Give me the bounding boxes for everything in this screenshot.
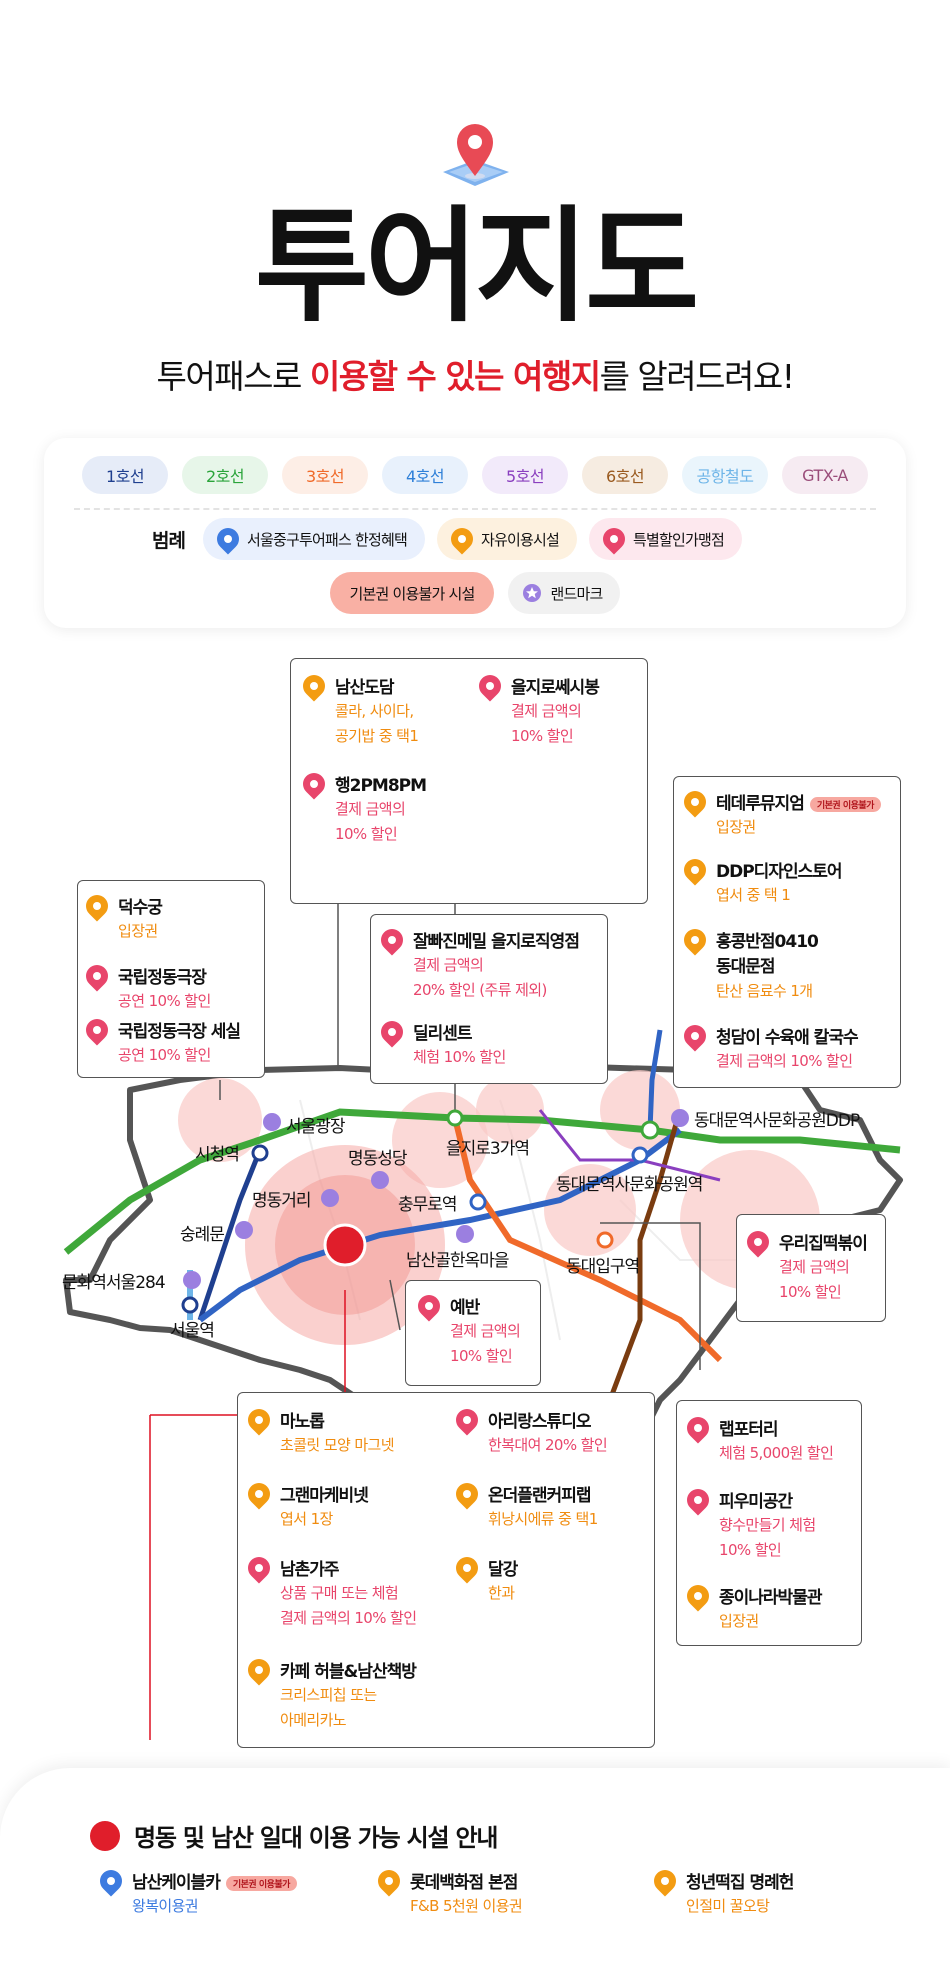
legend-label: 범례 — [152, 529, 186, 552]
subtitle-highlight: 이용할 수 있는 여행지 — [309, 357, 601, 396]
station-myeongdong-cathedral: 명동성당 — [348, 1149, 408, 1169]
orange-pin-icon — [682, 1580, 714, 1612]
legend-row: 범례 서울중구투어패스 한정혜택 자유이용시설 특별할인가맹점 — [152, 518, 742, 560]
blue-pin-icon — [212, 523, 244, 555]
red-pin-icon — [81, 960, 113, 992]
red-pin-icon — [598, 523, 630, 555]
orange-pin-icon — [649, 1865, 681, 1897]
orange-pin-icon — [679, 786, 711, 818]
red-pin-icon — [243, 1552, 275, 1584]
unavailable-tag: 기본권 이용불가 — [809, 796, 881, 812]
poi-box-left: 덕수궁 입장권 국립정동극장 공연 10% 할인 국립정동극장 세실 공연 10… — [77, 880, 265, 1078]
location-pin-logo-icon — [443, 124, 509, 186]
orange-pin-icon — [679, 924, 711, 956]
red-pin-icon — [376, 924, 408, 956]
landmark-culture-station: 문화역서울284 — [62, 1273, 166, 1293]
station-chungmuro: 충무로역 — [398, 1195, 458, 1215]
orange-pin-icon — [243, 1478, 275, 1510]
poi-box-bottom-center: 마노롭 초콜릿 모양 마그넷 아리랑스튜디오 한복대여 20% 할인 그랜마케비… — [237, 1392, 655, 1748]
station-ddp: 동대문역사문화공원역 — [556, 1175, 703, 1195]
line-chip-3[interactable]: 3호선 — [282, 456, 368, 494]
red-pin-icon — [376, 1016, 408, 1048]
legend-item-limited: 서울중구투어패스 한정혜택 — [202, 518, 425, 560]
legend-item-free: 자유이용시설 — [436, 518, 577, 560]
red-pin-icon — [298, 768, 330, 800]
legend-card: 1호선 2호선 3호선 4호선 5호선 6호선 공항철도 GTX-A 범례 서울… — [44, 438, 906, 628]
landmark-sungnyemun: 숭례문 — [180, 1225, 225, 1245]
landmark-myeongdong-street: 명동거리 — [252, 1191, 312, 1211]
line-chip-1[interactable]: 1호선 — [82, 456, 168, 494]
orange-pin-icon — [451, 1552, 483, 1584]
station-seoul-plaza: 서울광장 — [286, 1117, 346, 1137]
star-icon — [523, 584, 542, 602]
red-pin-icon — [682, 1484, 714, 1516]
red-pin-icon — [413, 1290, 445, 1322]
orange-pin-icon — [81, 890, 113, 922]
facilities-title: 명동 및 남산 일대 이용 가능 시설 안내 — [90, 1818, 498, 1853]
orange-pin-icon — [243, 1654, 275, 1686]
legend-item-discount: 특별할인가맹점 — [588, 518, 742, 560]
legend-row-2: 기본권 이용불가 시설 랜드마크 — [44, 572, 906, 614]
station-city-hall: 시청역 — [195, 1145, 240, 1165]
legend-divider — [74, 508, 876, 510]
orange-pin-icon — [373, 1865, 405, 1897]
red-pin-icon — [682, 1412, 714, 1444]
station-dongdae-ipgu: 동대입구역 — [566, 1257, 640, 1277]
line-chip-4[interactable]: 4호선 — [382, 456, 468, 494]
orange-pin-icon — [446, 523, 478, 555]
line-chip-2[interactable]: 2호선 — [182, 456, 268, 494]
landmark-ddp: 동대문역사문화공원DDP — [694, 1111, 860, 1131]
orange-pin-icon — [243, 1404, 275, 1436]
page-title: 투어지도 — [254, 195, 699, 339]
landmark-namsangol: 남산골한옥마을 — [406, 1251, 509, 1271]
line-chip-5[interactable]: 5호선 — [482, 456, 568, 494]
subway-lines-row: 1호선 2호선 3호선 4호선 5호선 6호선 공항철도 GTX-A — [44, 456, 906, 494]
station-euljiro3: 을지로3가역 — [446, 1139, 530, 1159]
blue-pin-icon — [95, 1865, 127, 1897]
line-chip-6[interactable]: 6호선 — [582, 456, 668, 494]
red-dot-icon — [90, 1820, 120, 1851]
orange-pin-icon — [679, 854, 711, 886]
legend-item-unavailable: 기본권 이용불가 시설 — [329, 572, 495, 614]
red-pin-icon — [742, 1226, 774, 1258]
orange-pin-icon — [298, 670, 330, 702]
red-pin-icon — [679, 1020, 711, 1052]
red-pin-icon — [451, 1404, 483, 1436]
red-pin-icon — [474, 670, 506, 702]
legend-item-landmark: 랜드마크 — [508, 572, 621, 614]
tour-map: 서울광장 시청역 명동성당 을지로3가역 동대문역사문화공원역 동대문역사문화공… — [0, 640, 950, 1748]
orange-pin-icon — [451, 1478, 483, 1510]
page-subtitle: 투어패스로 이용할 수 있는 여행지를 알려드려요! — [156, 357, 795, 396]
line-chip-gtx[interactable]: GTX-A — [782, 456, 868, 494]
red-pin-icon — [81, 1014, 113, 1046]
unavailable-tag: 기본권 이용불가 — [225, 1875, 297, 1891]
line-chip-airport[interactable]: 공항철도 — [682, 456, 768, 494]
station-seoul: 서울역 — [170, 1321, 215, 1341]
